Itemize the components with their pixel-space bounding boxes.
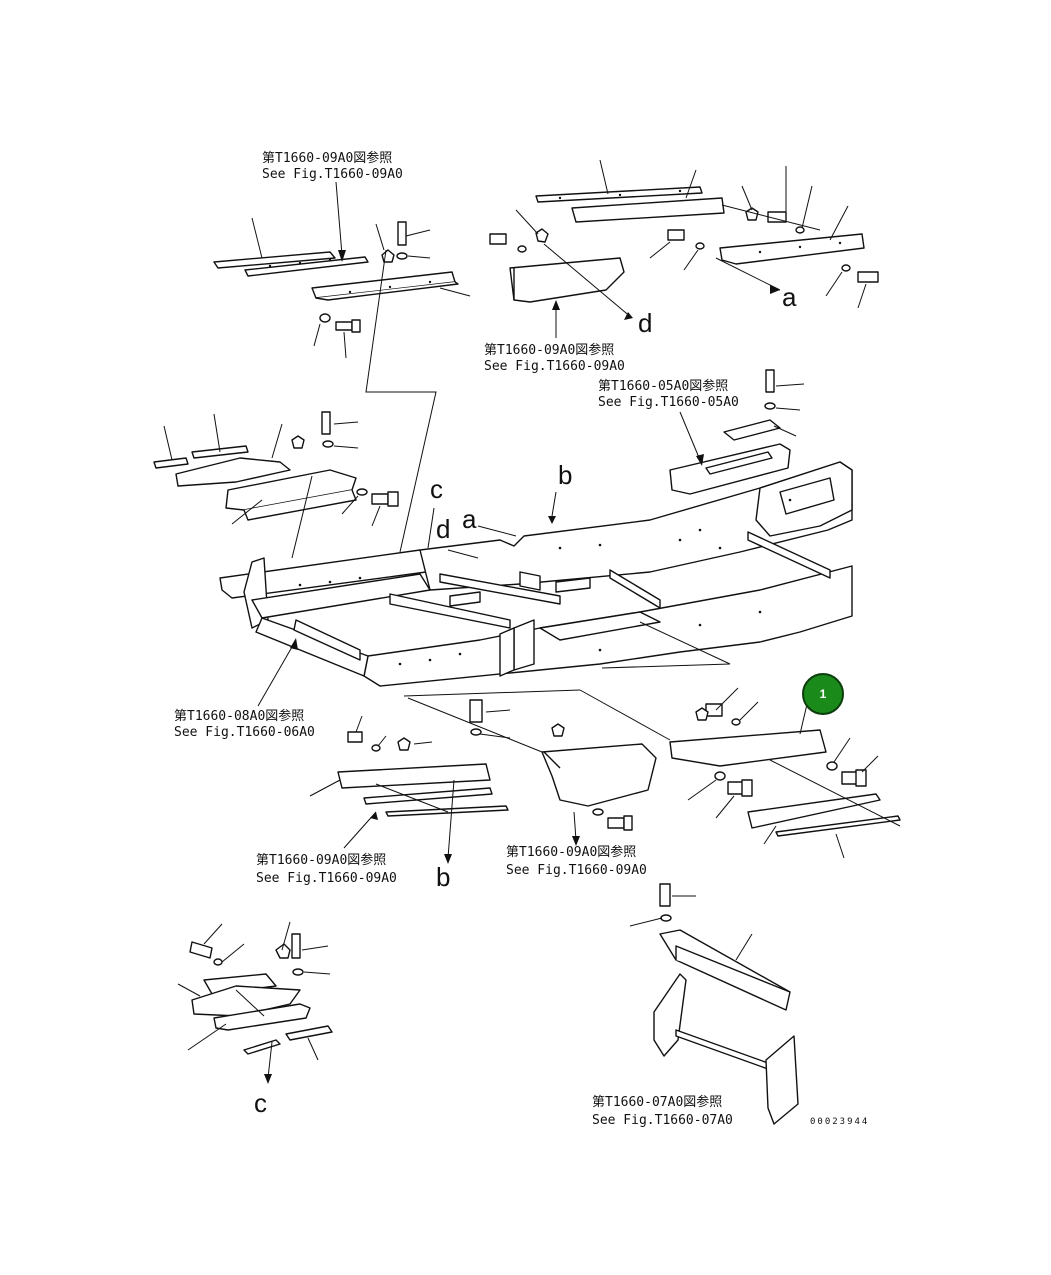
ref-bottom-right-en: See Fig.T1660-07A0 bbox=[592, 1113, 733, 1128]
main-frame bbox=[219, 461, 853, 687]
ref-bottom-left-en: See Fig.T1660-09A0 bbox=[256, 871, 397, 886]
ref-top-left-jp: 第T1660-09A0図参照 bbox=[262, 150, 392, 166]
ref-bottom-center-en: See Fig.T1660-09A0 bbox=[506, 863, 647, 878]
assembly-top-left bbox=[213, 217, 471, 359]
document-number: 00023944 bbox=[810, 1117, 869, 1127]
assembly-mid-left bbox=[153, 411, 399, 559]
letter-c-frame: c bbox=[430, 474, 443, 504]
assembly-bottom-left bbox=[177, 921, 333, 1079]
assembly-bottom-right bbox=[629, 883, 799, 1125]
ref-leader bbox=[335, 181, 343, 256]
assembly-lower-left bbox=[309, 715, 509, 859]
assembly-top-right bbox=[669, 369, 805, 495]
callout-circle[interactable] bbox=[802, 673, 844, 715]
ref-bottom-right-jp: 第T1660-07A0図参照 bbox=[592, 1094, 722, 1110]
reference-labels: 第T1660-09A0図参照 See Fig.T1660-09A0 第T1660… bbox=[174, 150, 739, 1128]
assembly-lower-right bbox=[669, 687, 901, 859]
ref-bottom-center-jp: 第T1660-09A0図参照 bbox=[506, 844, 636, 860]
ref-top-center-en: See Fig.T1660-09A0 bbox=[484, 359, 625, 374]
letter-labels: a d c d a b b c bbox=[254, 282, 797, 1118]
assembly-top-center bbox=[489, 159, 879, 338]
callout-label: 1 bbox=[820, 687, 827, 701]
assembly-lower-center bbox=[469, 699, 657, 841]
ref-mid-left-jp: 第T1660-08A0図参照 bbox=[174, 708, 304, 724]
ref-mid-left-en: See Fig.T1660-06A0 bbox=[174, 725, 315, 740]
letter-a-top: a bbox=[782, 282, 797, 312]
ref-top-center-jp: 第T1660-09A0図参照 bbox=[484, 342, 614, 358]
letter-c-bottom: c bbox=[254, 1088, 267, 1118]
ref-top-left-en: See Fig.T1660-09A0 bbox=[262, 167, 403, 182]
letter-b-bottom: b bbox=[436, 862, 450, 892]
ref-top-right-jp: 第T1660-05A0図参照 bbox=[598, 378, 728, 394]
letter-d-frame: d bbox=[436, 514, 450, 544]
ref-bottom-left-jp: 第T1660-09A0図参照 bbox=[256, 852, 386, 868]
callout-1[interactable]: 1 bbox=[802, 673, 844, 715]
ref-top-right-en: See Fig.T1660-05A0 bbox=[598, 395, 739, 410]
letter-d-top: d bbox=[638, 308, 652, 338]
letter-b-frame: b bbox=[558, 460, 572, 490]
letter-a-frame: a bbox=[462, 504, 477, 534]
